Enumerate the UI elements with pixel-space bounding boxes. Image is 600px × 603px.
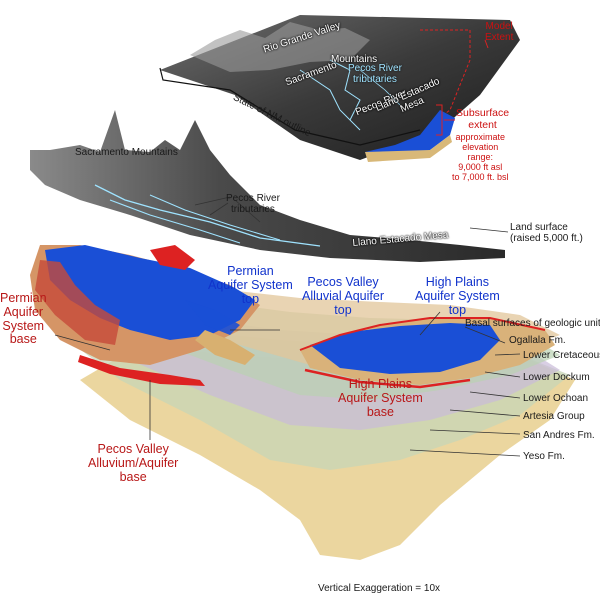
land-surface-block xyxy=(30,110,509,262)
top-subsurface-blue xyxy=(365,110,455,160)
label-unit-ogallala: Ogallala Fm. xyxy=(509,335,566,346)
subsurface-bracket xyxy=(436,104,443,136)
pecos-valley-red-band xyxy=(78,355,205,386)
permian-red-edge xyxy=(150,245,195,270)
label-land-surface: Land surface(raised 5,000 ft.) xyxy=(510,222,583,244)
land-surface-mesh xyxy=(30,110,505,262)
subsurface-block xyxy=(30,245,575,560)
label-sacramento-mountains-mid: Sacramento Mountains xyxy=(75,147,178,158)
label-unit-yeso: Yeso Fm. xyxy=(523,451,565,462)
top-pecos-river-line xyxy=(299,69,361,131)
mid-tributary-1 xyxy=(94,184,321,247)
high-plains-red-lower xyxy=(304,368,471,389)
label-basal-surfaces-title: Basal surfaces of geologic units xyxy=(465,318,600,329)
permian-base-leader xyxy=(54,334,111,351)
label-unit-lower-ochoan: Lower Ochoan xyxy=(523,393,589,404)
mid-tributary-3 xyxy=(149,194,281,241)
land-surface-leader xyxy=(469,227,509,233)
label-mountains-top: Mountains xyxy=(331,54,378,65)
state-outline xyxy=(159,67,421,146)
top-tributary-line-2 xyxy=(359,69,401,106)
permian-red-outcrop xyxy=(35,260,120,345)
pecos-valley-alluvium xyxy=(195,330,255,365)
top-mountain-highlights xyxy=(190,22,370,72)
high-plains-top-blue xyxy=(310,323,500,374)
mid-tributary-2 xyxy=(109,199,241,244)
unit-leaders xyxy=(409,326,521,457)
label-vertical-exaggeration: Vertical Exaggeration = 10x xyxy=(318,583,441,594)
label-unit-san-andres: San Andres Fm. xyxy=(523,430,595,441)
tributary-leaders xyxy=(194,196,261,223)
model-extent-leader xyxy=(484,39,489,49)
label-unit-lower-cretaceous: Lower Cretaceous xyxy=(523,350,600,361)
top-subsurface-layers xyxy=(365,135,452,162)
pecos-valley-top-blue xyxy=(185,300,240,335)
top-pecos-tributary-line xyxy=(329,59,361,121)
high-plains-top-leader xyxy=(419,311,441,336)
label-unit-artesia-group: Artesia Group xyxy=(523,411,585,422)
top-terrain-map xyxy=(159,15,520,162)
label-unit-lower-dockum: Lower Dockum xyxy=(523,372,590,383)
high-plains-red-edge xyxy=(299,317,546,351)
